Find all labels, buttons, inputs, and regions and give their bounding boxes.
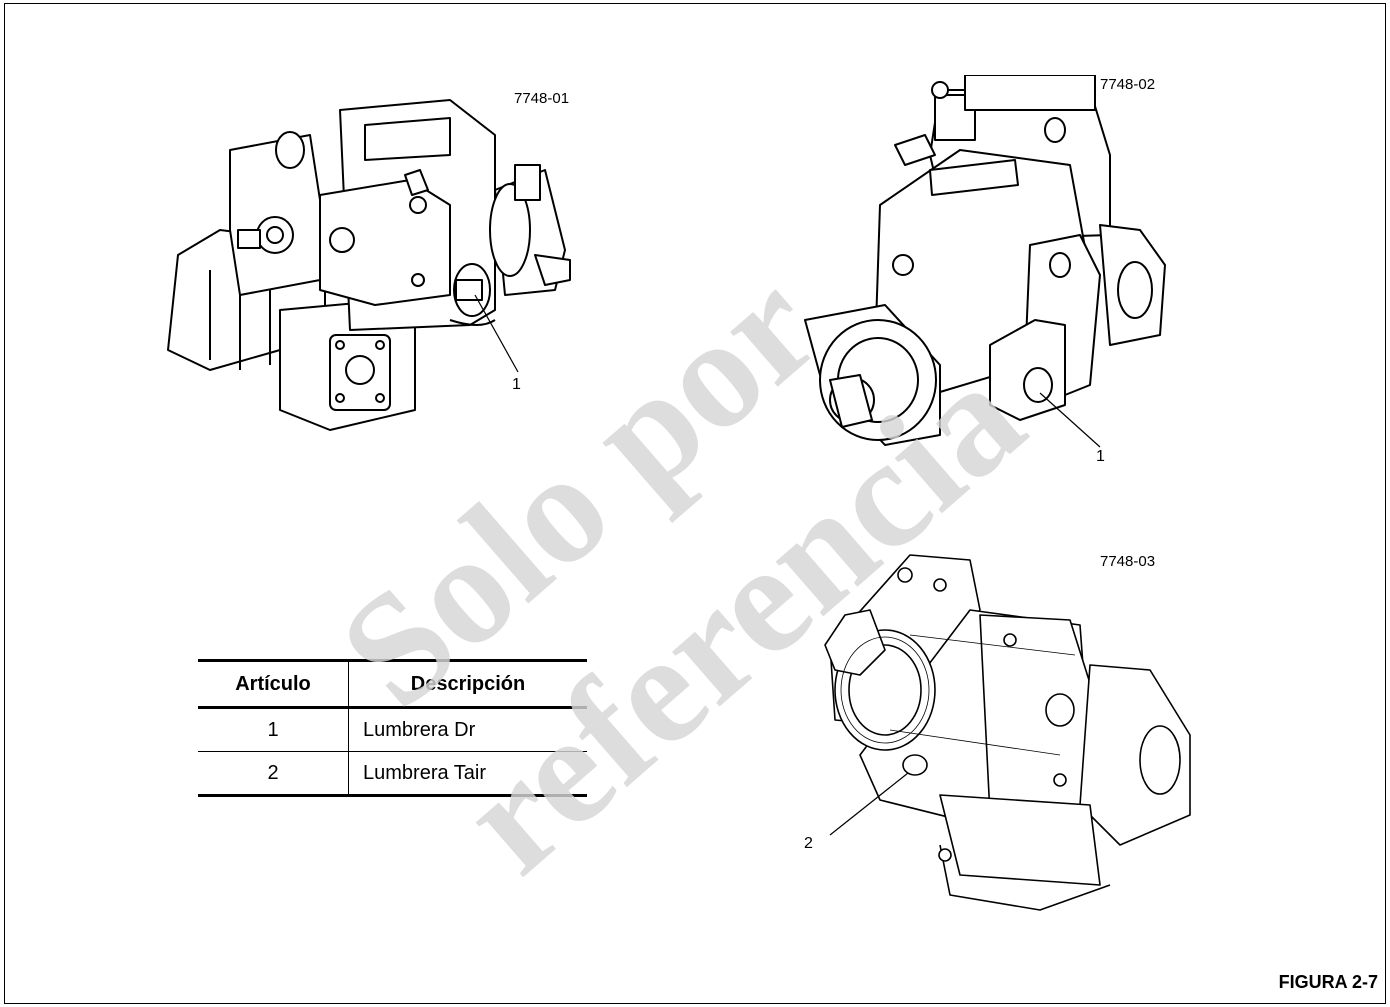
table-row: 2 Lumbrera Tair bbox=[198, 751, 587, 797]
legend-item-description: Lumbrera Dr bbox=[348, 707, 587, 752]
figure-label: FIGURA 2-7 bbox=[1278, 972, 1378, 992]
legend-header-row: Artículo Descripción bbox=[198, 659, 587, 709]
legend-item-number: 2 bbox=[198, 751, 349, 797]
callout-number: 1 bbox=[1096, 448, 1105, 465]
legend-item-number: 1 bbox=[198, 707, 349, 752]
table-row: 1 Lumbrera Dr bbox=[198, 707, 587, 752]
legend-header-item: Artículo bbox=[198, 659, 349, 709]
legend-item-description: Lumbrera Tair bbox=[348, 751, 587, 797]
view-code-7748-02: 7748-02 bbox=[1100, 76, 1156, 93]
view-code-7748-01: 7748-01 bbox=[514, 90, 570, 107]
callout-number: 1 bbox=[512, 376, 521, 393]
legend-table: Artículo Descripción 1 Lumbrera Dr 2 Lum… bbox=[198, 659, 587, 797]
view-code-7748-03: 7748-03 bbox=[1100, 553, 1156, 570]
legend-header-description: Descripción bbox=[348, 659, 587, 709]
pump-drawing-7748-01 bbox=[167, 99, 571, 431]
callout-number: 2 bbox=[804, 835, 813, 852]
pump-drawing-7748-03 bbox=[824, 554, 1191, 911]
pump-drawing-7748-02 bbox=[804, 75, 1166, 448]
